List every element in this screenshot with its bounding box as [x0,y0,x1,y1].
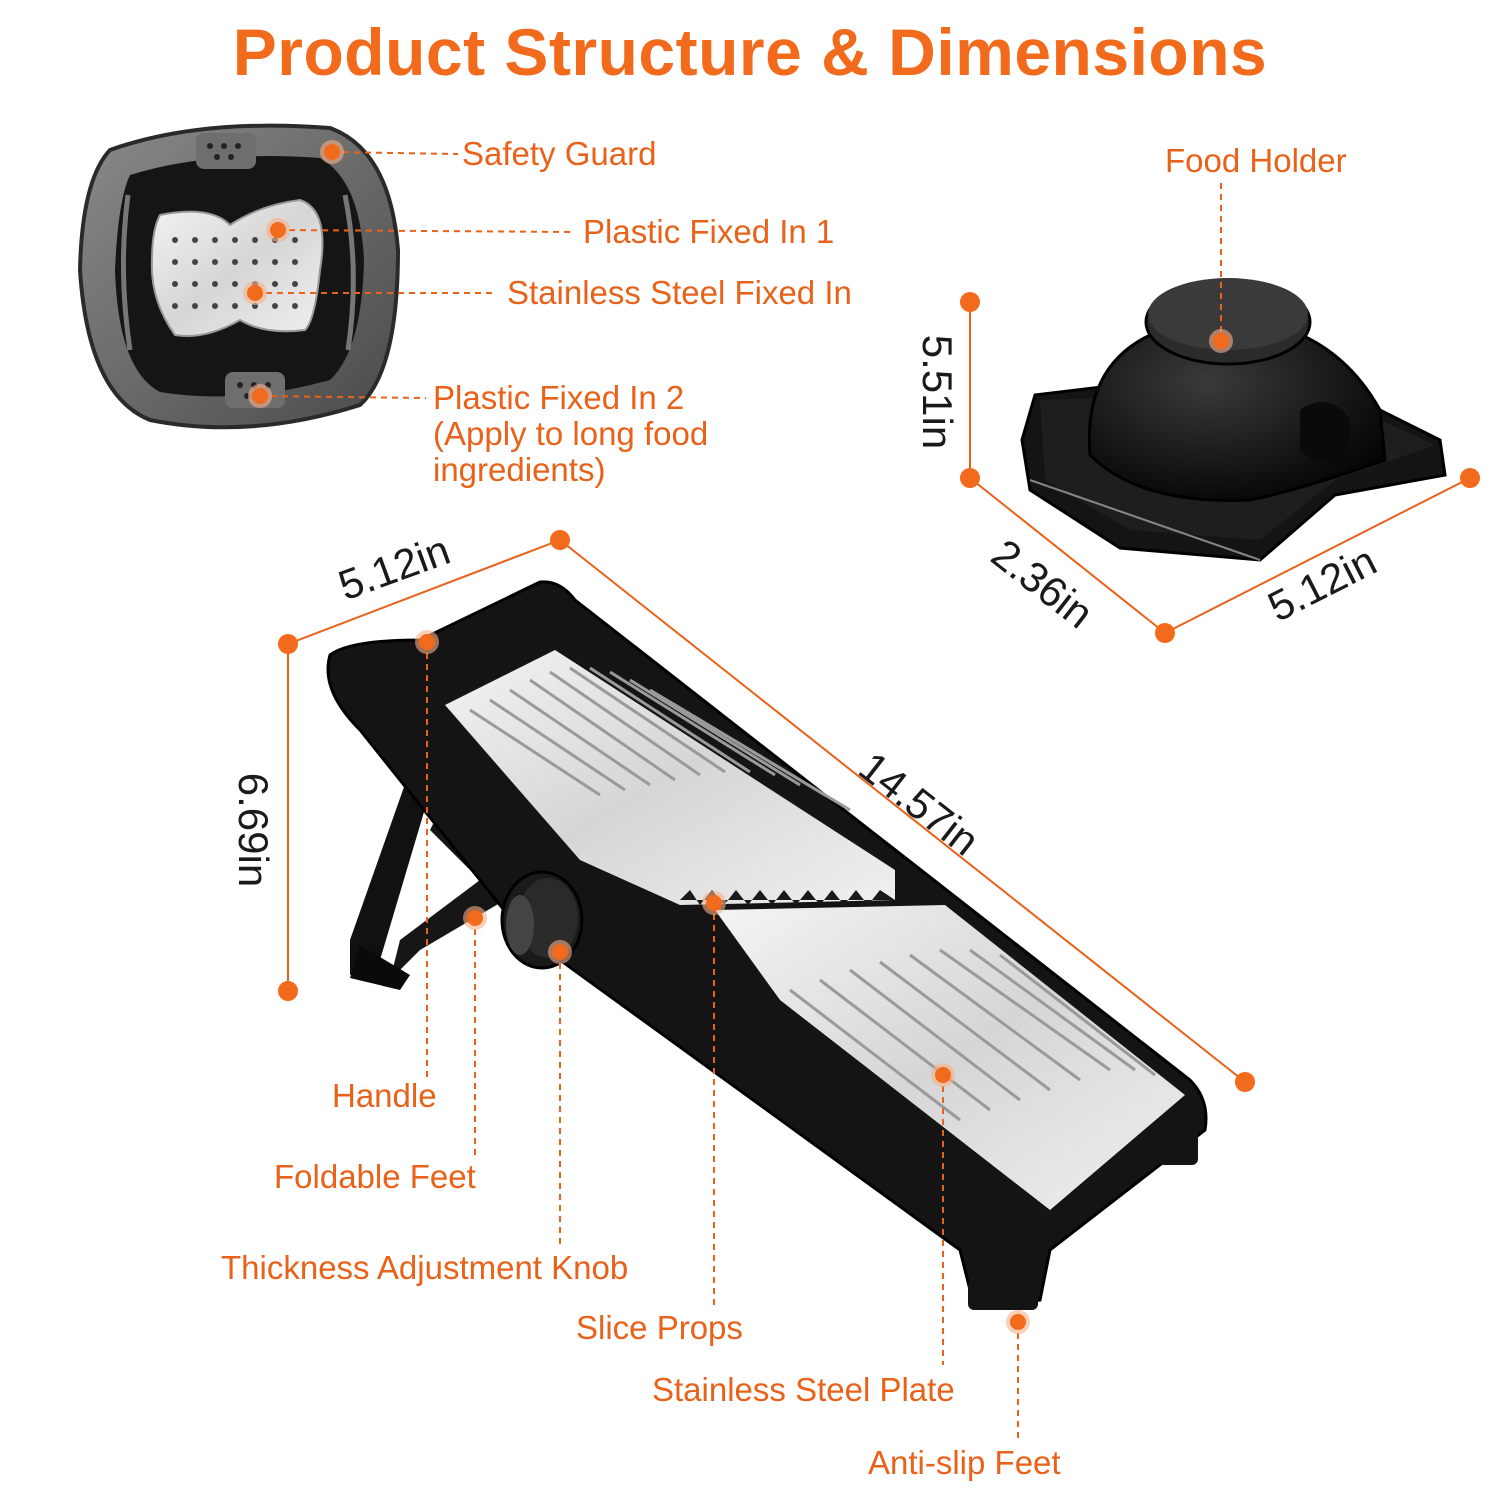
food-holder-dimension-points [960,292,1480,643]
label-foldable-feet: Foldable Feet [274,1158,476,1195]
slicer-dimension-points [278,530,1255,1092]
page-title: Product Structure & Dimensions [232,15,1268,89]
mandoline-slicer-illustration [326,580,1208,1310]
label-plastic-fixed-in-1: Plastic Fixed In 1 [583,213,835,250]
slicer-callout-markers [415,630,1030,1334]
label-anti-slip-feet: Anti-slip Feet [868,1444,1061,1481]
slicer-dimension-lines [287,539,1246,1083]
safety-guard-leader-lines [255,151,576,399]
safety-guard-illustration [77,123,401,430]
dim-holder-height: 5.51in [914,334,962,450]
slicer-leader-lines [426,642,1019,1440]
food-holder-leader-line [1209,183,1233,353]
food-holder-illustration [1020,278,1447,562]
label-plastic-fixed-in-2: Plastic Fixed In 2 (Apply to long food i… [433,379,709,488]
label-safety-guard: Safety Guard [462,135,657,172]
label-handle: Handle [332,1077,437,1114]
label-food-holder: Food Holder [1165,142,1347,179]
label-thickness-adjustment-knob: Thickness Adjustment Knob [221,1249,629,1286]
food-holder-dimension-lines [969,302,1471,634]
label-stainless-steel-fixed-in: Stainless Steel Fixed In [507,274,852,311]
safety-guard-markers [243,140,344,408]
dim-slicer-height: 6.69in [230,772,278,888]
label-stainless-steel-plate: Stainless Steel Plate [652,1371,955,1408]
label-slice-props: Slice Props [576,1309,743,1346]
